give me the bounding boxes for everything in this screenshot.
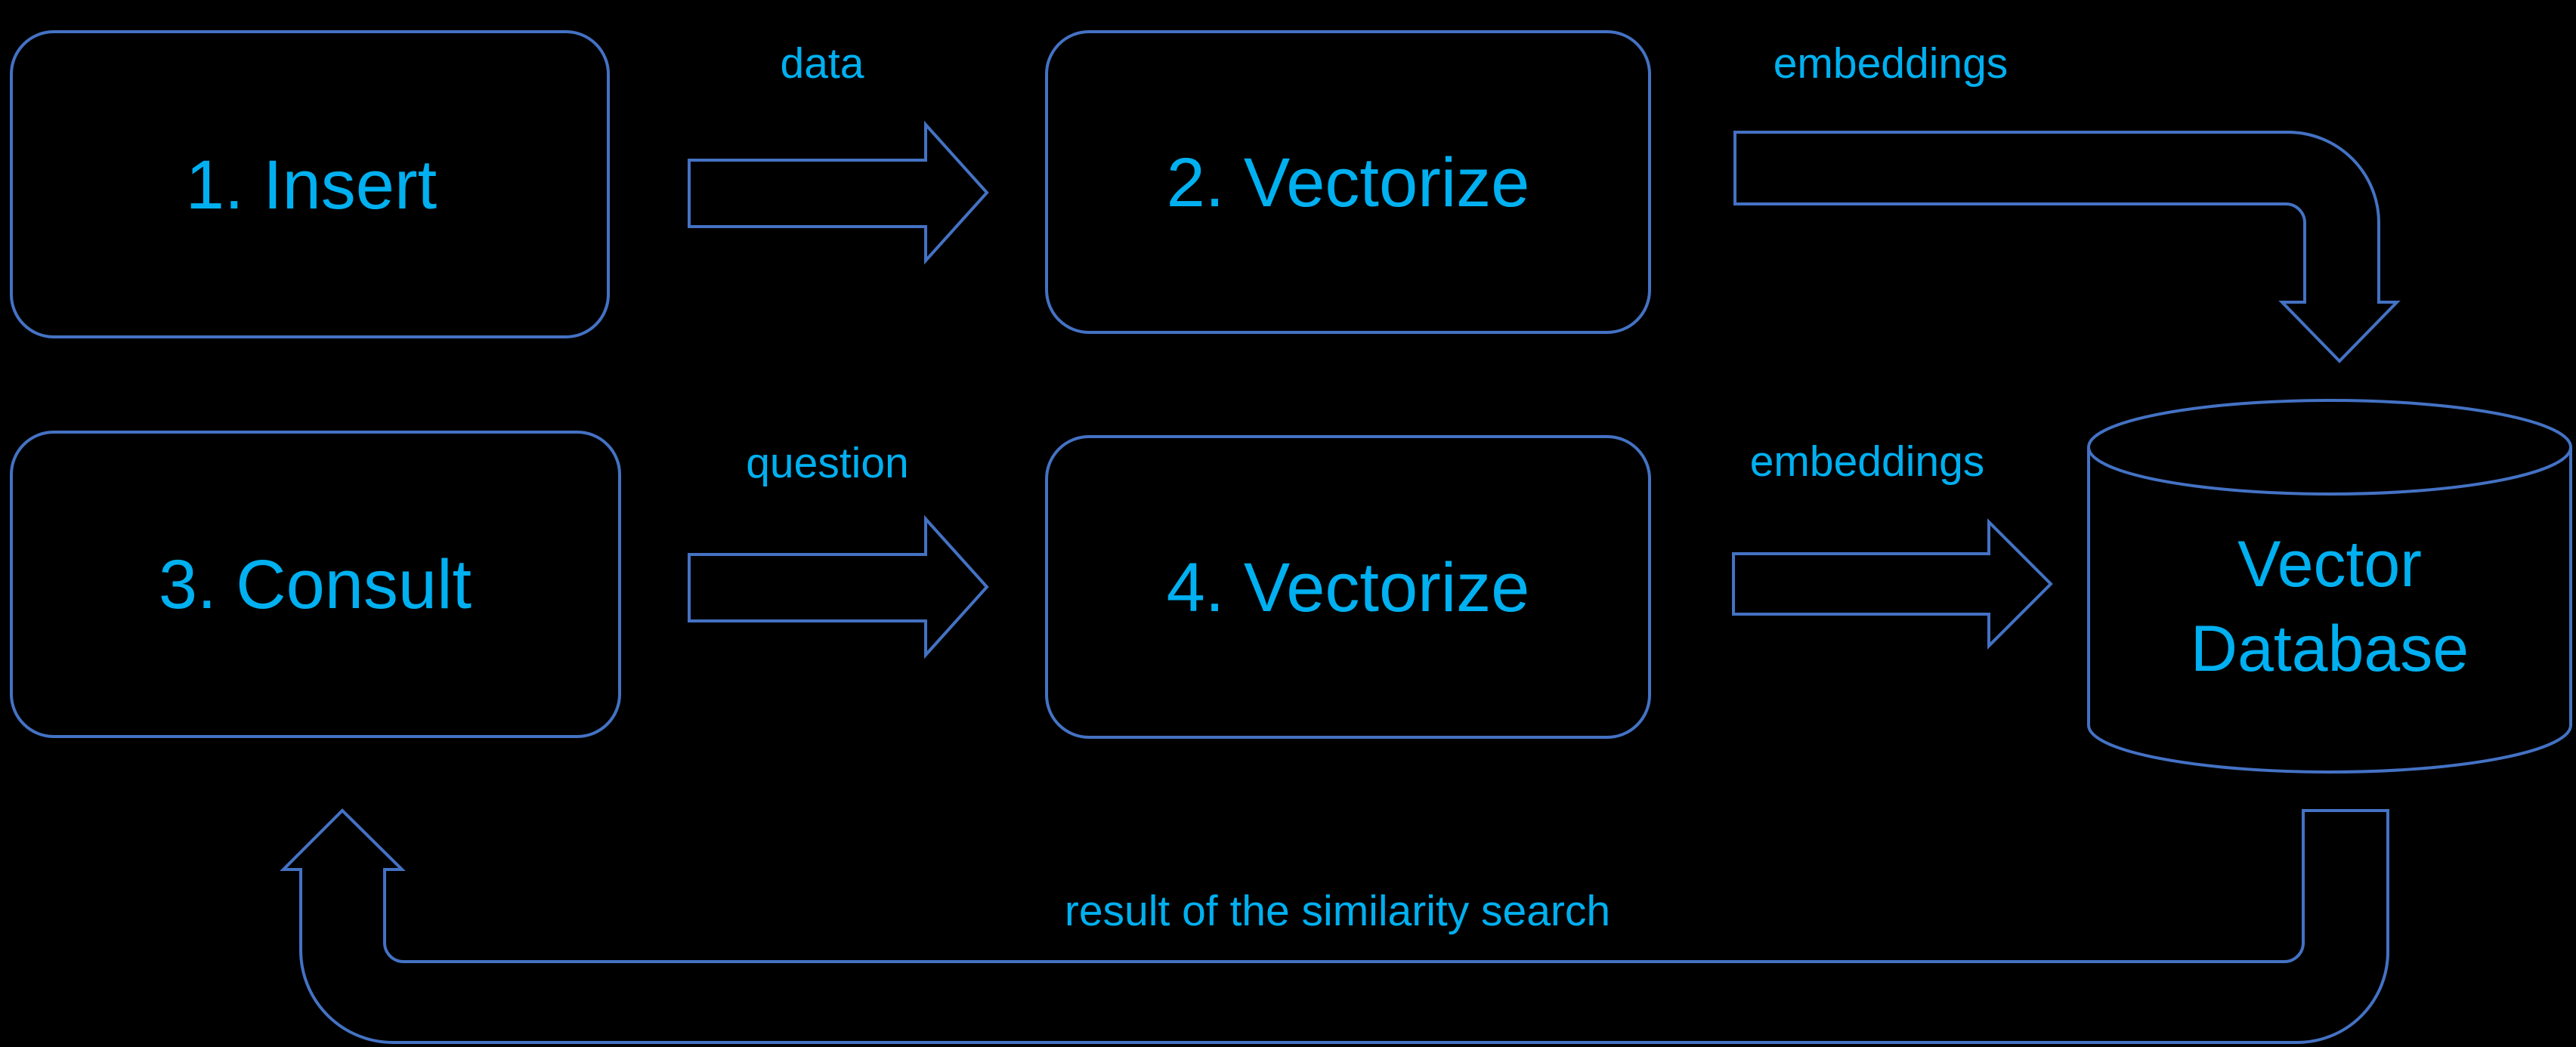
vectorize-top-box — [1045, 30, 1651, 334]
data-edge-label: data — [781, 39, 864, 88]
vector-db-label-line1: Vector — [2237, 528, 2422, 601]
embeddings-bottom-arrow-right-icon — [1732, 518, 2053, 650]
insert-box — [10, 30, 610, 338]
vectorize-bottom-box-label: 4. Vectorize — [1167, 549, 1530, 626]
consult-box — [10, 431, 621, 738]
vectorize-top-box-label: 2. Vectorize — [1167, 144, 1530, 221]
data-arrow-right-icon — [688, 120, 989, 265]
result-return-arrow-icon — [280, 808, 2389, 1044]
embeddings-top-elbow-arrow-icon — [1733, 131, 2401, 363]
vector-database-cylinder — [2087, 399, 2572, 774]
cylinder-body — [2087, 447, 2572, 774]
result-edge-label: result of the similarity search — [1065, 887, 1610, 935]
vectorize-bottom-box — [1045, 435, 1651, 739]
question-edge-label: question — [746, 439, 909, 487]
cylinder-top — [2087, 399, 2572, 496]
vector-db-label-line2: Database — [2191, 613, 2469, 685]
consult-box-label: 3. Consult — [159, 546, 472, 623]
embeddings-bottom-edge-label: embeddings — [1750, 437, 1985, 486]
question-arrow-right-icon — [688, 514, 989, 659]
insert-box-label: 1. Insert — [186, 147, 437, 224]
embeddings-top-edge-label: embeddings — [1774, 39, 2009, 88]
